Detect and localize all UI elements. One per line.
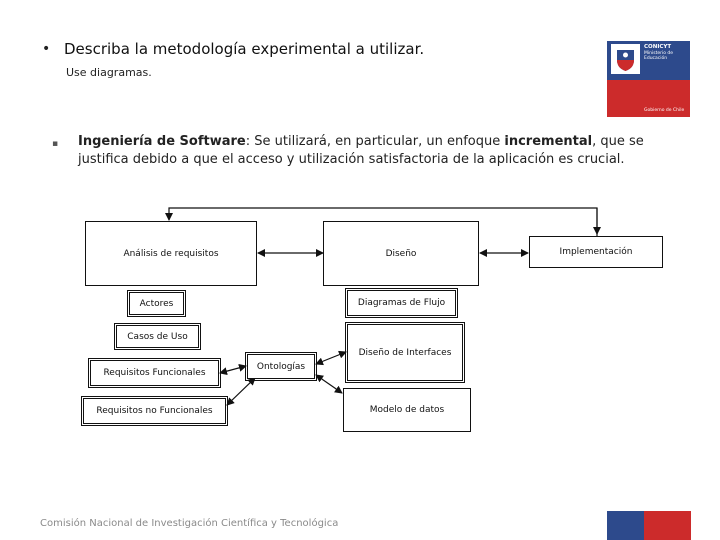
- box-ontologias: Ontologías: [245, 352, 317, 381]
- slide-subheading: Use diagramas.: [66, 66, 152, 79]
- box-requisitos-funcionales: Requisitos Funcionales: [88, 358, 221, 388]
- heading-bullet: •: [42, 41, 51, 57]
- box-modelo-datos: Modelo de datos: [343, 388, 471, 432]
- box-diagramas-flujo: Diagramas de Flujo: [345, 288, 458, 318]
- logo-government: Gobierno de Chile: [644, 108, 685, 113]
- box-actores: Actores: [127, 290, 186, 317]
- slide-heading: Describa la metodología experimental a u…: [64, 40, 425, 58]
- methodology-paragraph: Ingeniería de Software: Se utilizará, en…: [78, 133, 698, 169]
- logo-ministry: Ministerio de Educación: [644, 51, 674, 61]
- paragraph-bullet: ▪: [52, 139, 59, 149]
- box-requisitos-no-funcionales: Requisitos no Funcionales: [81, 396, 228, 426]
- footer-text: Comisión Nacional de Investigación Cient…: [40, 518, 339, 529]
- paragraph-text-a: : Se utilizará, en particular, un enfoqu…: [245, 134, 505, 149]
- box-implementacion: Implementación: [529, 236, 663, 268]
- paragraph-text-b: , que se justifica debido a que el acces…: [78, 134, 644, 167]
- box-diseno-interfaces: Diseño de Interfaces: [345, 322, 465, 383]
- box-analisis-requisitos: Análisis de requisitos: [85, 221, 257, 286]
- logo-org: CONICYT: [644, 44, 672, 50]
- footer-red-bar: [644, 511, 691, 540]
- crest-icon: [617, 50, 634, 71]
- paragraph-emphasis: incremental: [504, 134, 593, 149]
- box-diseno: Diseño: [323, 221, 479, 286]
- box-casos-uso: Casos de Uso: [114, 323, 201, 350]
- logo-red-band: [607, 80, 690, 117]
- footer-blue-bar: [607, 511, 644, 540]
- paragraph-term: Ingeniería de Software: [78, 134, 246, 149]
